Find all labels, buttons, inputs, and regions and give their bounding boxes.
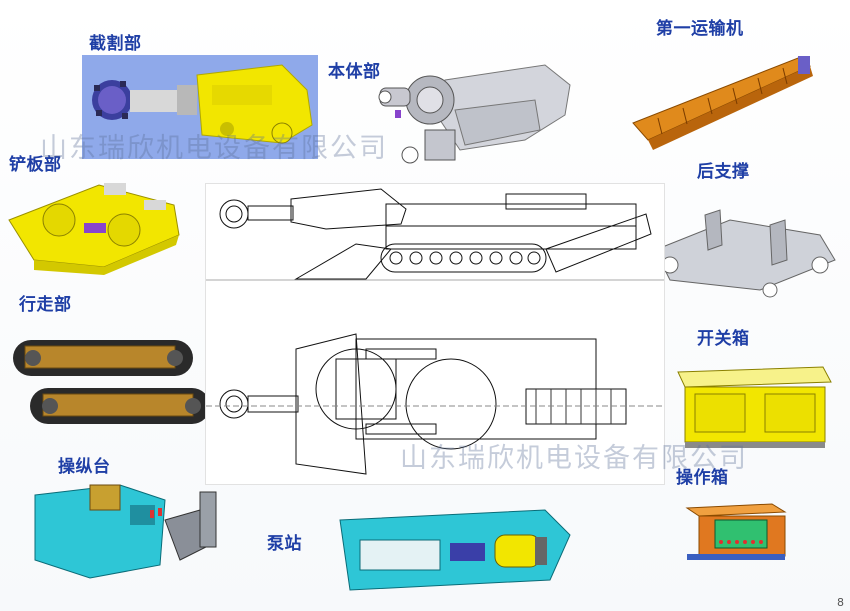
page-number: 8 [837,596,844,609]
first-conveyor-label: 第一运输机 [656,19,744,39]
body-unit-label: 本体部 [328,62,381,82]
shovel-unit-label: 铲板部 [9,155,62,175]
walking-unit-image [5,318,215,440]
operation-box-label: 操作箱 [676,468,729,488]
machine-drawing-panel [205,183,665,485]
switch-box-image [673,362,833,452]
cutting-unit-label: 截割部 [89,34,142,54]
first-conveyor-image [628,48,818,156]
walking-unit-label: 行走部 [19,295,72,315]
cutting-unit-image [82,55,318,159]
top-view-drawing [206,333,664,475]
body-unit-image [365,60,580,172]
console-image [30,480,225,582]
side-view-drawing [206,188,664,281]
pump-station-label: 泵站 [267,534,302,554]
rear-support-label: 后支撑 [697,162,750,182]
pump-station-image [330,505,575,595]
console-label: 操纵台 [58,457,111,477]
operation-box-image [677,500,787,562]
shovel-unit-image [4,175,184,275]
watermark-bottom: 山东瑞欣机电设备有限公司 [400,443,748,474]
watermark-top: 山东瑞欣机电设备有限公司 [40,133,388,164]
rear-support-image [650,205,840,305]
switch-box-label: 开关箱 [697,329,750,349]
